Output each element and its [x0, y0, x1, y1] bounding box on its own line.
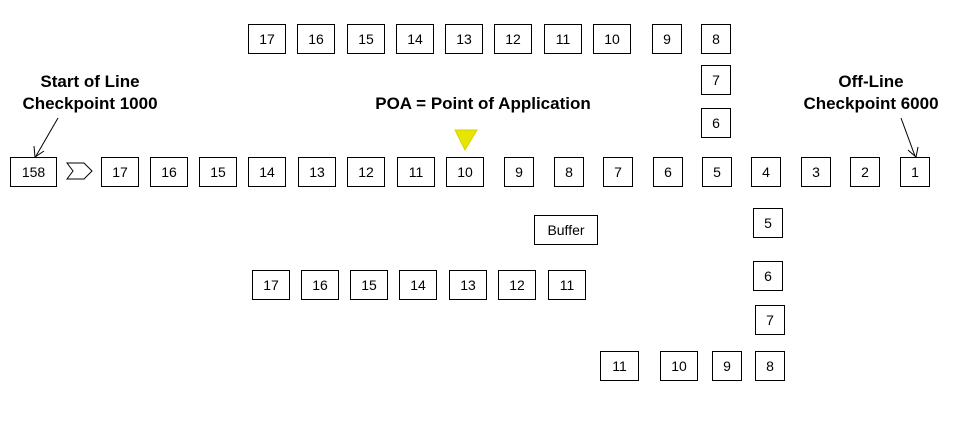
- main-station: 17: [101, 157, 139, 187]
- main-station: 6: [653, 157, 683, 187]
- bottom-station: 14: [399, 270, 437, 300]
- lower-vertical-station: 7: [755, 305, 785, 335]
- lower-bottom-station: 10: [660, 351, 698, 381]
- lower-bottom-station: 11: [600, 351, 639, 381]
- lower-vertical-station: 6: [753, 261, 783, 291]
- top-station: 12: [494, 24, 532, 54]
- main-station: 10: [446, 157, 484, 187]
- off-line-arrow: [900, 117, 919, 158]
- top-station: 11: [544, 24, 582, 54]
- off-line-checkpoint-label: Checkpoint 6000: [803, 94, 939, 113]
- start-of-line-label: Start of Line Checkpoint 1000: [10, 71, 170, 115]
- main-station: 12: [347, 157, 385, 187]
- poa-label: POA = Point of Application: [375, 94, 591, 113]
- top-station: 9: [652, 24, 682, 54]
- bottom-station: 16: [301, 270, 339, 300]
- bottom-station: 11: [548, 270, 586, 300]
- off-line-label: Off-Line Checkpoint 6000: [790, 71, 952, 115]
- top-station: 15: [347, 24, 385, 54]
- main-station: 14: [248, 157, 286, 187]
- top-station: 17: [248, 24, 286, 54]
- bottom-station: 12: [498, 270, 536, 300]
- start-box: 158: [10, 157, 57, 187]
- top-station: 10: [593, 24, 631, 54]
- off-line-title: Off-Line: [838, 72, 904, 91]
- main-station: 9: [504, 157, 534, 187]
- main-station: 3: [801, 157, 831, 187]
- chevron-right-icon: [66, 162, 93, 180]
- bottom-station: 13: [449, 270, 487, 300]
- top-vertical-station: 7: [701, 65, 731, 95]
- buffer-box: Buffer: [534, 215, 598, 245]
- lower-bottom-station: 9: [712, 351, 742, 381]
- poa-marker-icon: [454, 129, 478, 152]
- main-station: 11: [397, 157, 435, 187]
- main-station: 7: [603, 157, 633, 187]
- top-station: 14: [396, 24, 434, 54]
- main-station: 16: [150, 157, 188, 187]
- start-of-line-title: Start of Line: [40, 72, 140, 91]
- top-vertical-station: 6: [701, 108, 731, 138]
- main-station: 2: [850, 157, 880, 187]
- main-station: 13: [298, 157, 336, 187]
- main-station: 8: [554, 157, 584, 187]
- start-checkpoint-label: Checkpoint 1000: [22, 94, 158, 113]
- lower-bottom-station: 8: [755, 351, 785, 381]
- main-station: 5: [702, 157, 732, 187]
- main-station: 4: [751, 157, 781, 187]
- top-station: 8: [701, 24, 731, 54]
- top-station: 13: [445, 24, 483, 54]
- start-arrow: [33, 117, 59, 158]
- main-station: 1: [900, 157, 930, 187]
- bottom-station: 17: [252, 270, 290, 300]
- top-station: 16: [297, 24, 335, 54]
- main-station: 15: [199, 157, 237, 187]
- lower-vertical-station: 5: [753, 208, 783, 238]
- bottom-station: 15: [350, 270, 388, 300]
